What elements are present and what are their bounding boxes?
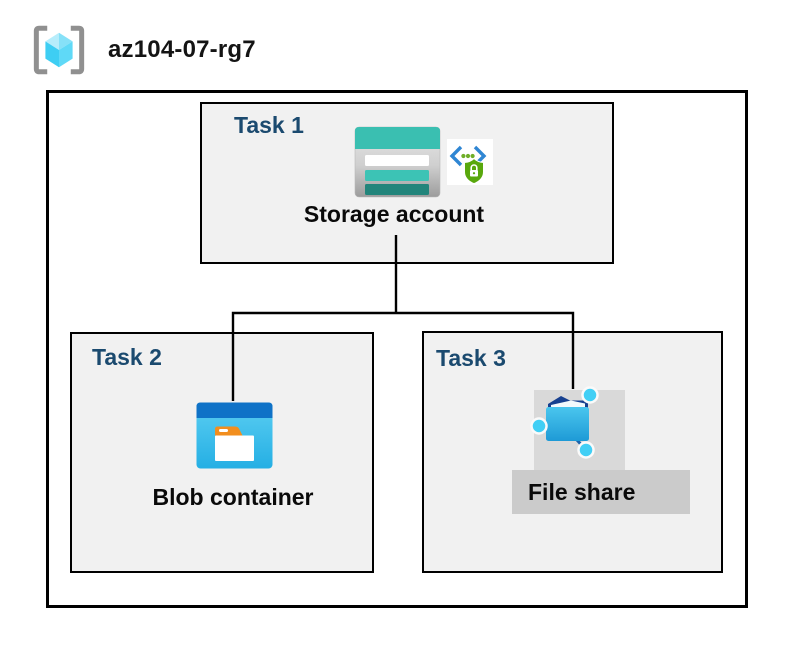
storage-account-label: Storage account <box>303 201 485 227</box>
task1-box: Task 1 <box>200 102 614 264</box>
task2-box: Task 2 Blob container <box>70 332 374 573</box>
file-share-icon <box>530 386 599 459</box>
blob-container-icon <box>196 402 273 469</box>
file-share-label: File share <box>528 479 636 505</box>
task3-label: Task 3 <box>436 345 506 371</box>
azure-resource-group-icon <box>33 25 85 75</box>
resource-group-header: az104-07-rg7 <box>30 22 256 78</box>
shared-access-signature-icon <box>447 139 493 185</box>
task3-box: Task 3 File share <box>422 331 723 573</box>
task1-label: Task 1 <box>234 112 304 138</box>
file-share-label-background <box>512 470 690 514</box>
task2-label: Task 2 <box>92 344 162 370</box>
blob-container-label: Blob container <box>152 484 314 510</box>
storage-account-icon <box>354 126 441 198</box>
resource-group-name: az104-07-rg7 <box>108 36 256 63</box>
